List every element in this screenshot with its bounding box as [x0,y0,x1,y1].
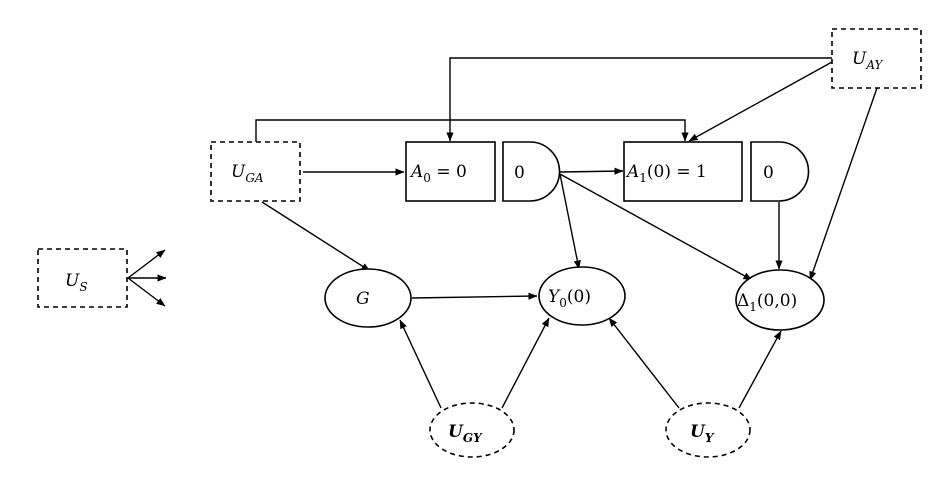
edge-uy-delta [738,330,782,409]
edge-g-y0 [411,292,538,300]
svg-text:G: G [356,289,370,309]
node-u-ga: UGA [210,141,301,202]
edge-ugy-y0 [501,317,550,409]
svg-text:UGY: UGY [448,422,483,445]
edge-uga-a1 [255,119,689,142]
edge-a0-y0 [559,173,581,270]
node-delta1: Δ1(0,0) [735,269,825,331]
node-g: G [324,268,412,328]
edge-uay-delta [809,87,878,281]
svg-text:0: 0 [763,163,774,183]
edge-ugy-g [399,319,442,409]
svg-text:Δ1(0,0): Δ1(0,0) [737,291,797,314]
node-a1-switch: 0 [750,141,810,202]
edge-a0-delta [559,173,753,281]
svg-text:UGA: UGA [231,162,264,185]
node-u-gy: UGY [429,402,515,458]
node-a0: A0 = 0 [405,141,496,202]
edge-us-down [127,277,166,307]
node-u-s: US [37,248,128,308]
edges [127,57,878,409]
node-y0: Y0(0) [538,266,626,326]
node-u-ay: UAY [831,28,922,89]
node-u-y: UY [665,402,751,458]
edge-uy-y0 [608,317,680,409]
svg-text:UY: UY [690,422,715,445]
edge-uga-g [261,201,371,272]
svg-text:Y0(0): Y0(0) [548,287,591,310]
svg-text:A0 = 0: A0 = 0 [409,162,467,185]
svg-text:A1(0) = 1: A1(0) = 1 [625,162,707,185]
node-a1: A1(0) = 1 [623,141,743,202]
edge-uay-a1 [688,61,833,142]
svg-text:US: US [65,271,88,294]
edge-us-up [127,249,166,279]
svg-text:0: 0 [514,163,525,183]
edge-a0-a1 [559,167,624,175]
node-a0-switch: 0 [502,141,561,202]
edge-uay-a0 [446,57,832,142]
svg-text:UAY: UAY [852,49,884,72]
